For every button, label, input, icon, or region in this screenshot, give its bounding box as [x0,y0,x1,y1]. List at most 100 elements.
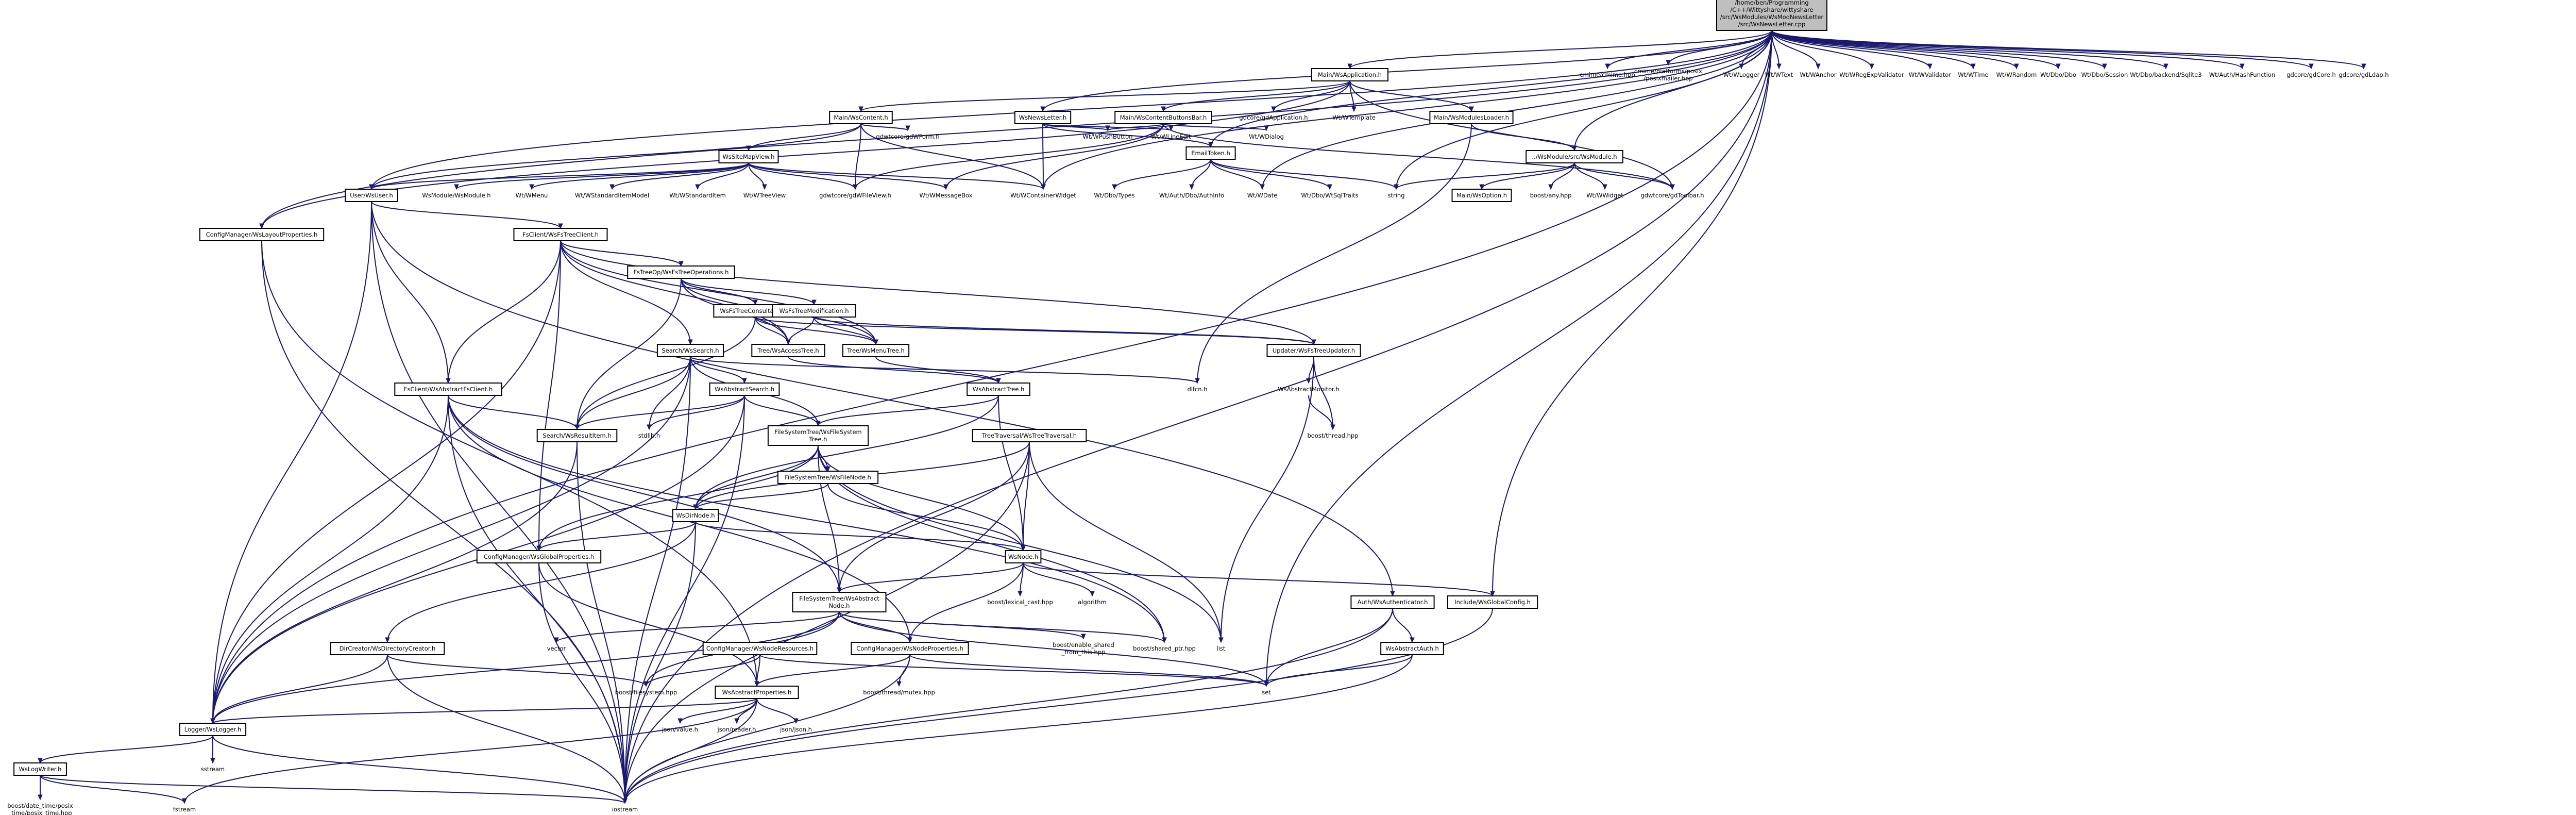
node-abstree[interactable]: WsAbstractTree.h [967,382,1030,396]
node-absearch[interactable]: WsAbstractSearch.h [709,382,780,396]
node-wttreeview[interactable]: Wt/WTreeView [740,189,789,202]
node-wtsqlite[interactable]: Wt/Dbo/backend/Sqlite3 [2124,69,2207,81]
node-list[interactable]: list [1210,642,1232,655]
node-wsoption[interactable]: Main/WsOption.h [1451,189,1512,202]
node-mainapp[interactable]: Main/WsApplication.h [1311,68,1388,81]
node-wtmenu[interactable]: Wt/WMenu [514,189,550,202]
node-treetrav[interactable]: TreeTraversal/WsTreeTraversal.h [972,429,1087,442]
node-includeglobal[interactable]: Include/WsGlobalConfig.h [1447,595,1538,609]
node-wslineedit[interactable]: Wt/WLineEdit [1146,130,1195,143]
node-emailtoken[interactable]: EmailToken.h [1185,146,1236,160]
node-cfgnoderes[interactable]: ConfigManager/WsNodeResources.h [702,642,818,655]
node-boostthread[interactable]: boost/thread.hpp [1301,429,1364,442]
node-wttime[interactable]: Wt/WTime [1956,69,1991,81]
node-jsonjson[interactable]: json/json.h [773,723,819,736]
node-boostenable[interactable]: boost/enable_shared_from_this.hpp [1047,639,1120,658]
node-fsclient[interactable]: FsClient/WsFsTreeClient.h [513,228,608,241]
node-gdfileview[interactable]: gdwtcore/gdWFileView.h [814,189,896,202]
node-accesstree[interactable]: Tree/WsAccessTree.h [751,344,825,357]
node-fstreeop[interactable]: FsTreeOp/WsFsTreeOperations.h [627,265,735,279]
edge-line [261,80,1350,229]
node-authwsauth[interactable]: Auth/WsAuthenticator.h [1350,595,1435,609]
node-wsabsauth[interactable]: WsAbstractAuth.h [1380,642,1444,655]
node-fstream[interactable]: fstream [168,803,200,815]
node-wtlogger[interactable]: Wt/WLogger [1720,69,1762,81]
node-wslogwriter[interactable]: WsLogWriter.h [13,762,67,776]
node-mainmodloader[interactable]: Main/WsModulesLoader.h [1429,111,1514,124]
node-wsabstractmon[interactable]: WsAbstractMonitor.h [1272,383,1345,395]
node-menutree[interactable]: Tree/WsMenuTree.h [842,344,910,357]
node-wtsession[interactable]: Wt/Dbo/Session [2077,69,2132,81]
node-jsonreader[interactable]: json/reader.h [710,723,763,736]
node-wtwidget[interactable]: Wt/WWidget [1584,189,1626,202]
node-algorithm[interactable]: algorithm [1073,596,1111,608]
node-fsfilenode[interactable]: FileSystemTree/WsFileNode.h [777,471,879,484]
node-wtvalidator[interactable]: Wt/WValidator [1904,69,1956,81]
node-gdcore[interactable]: gdcore/gdCore.h [2282,69,2341,81]
node-fsmodif[interactable]: WsFsTreeModification.h [772,304,856,318]
node-loggerh[interactable]: Logger/WsLogger.h [179,723,247,736]
node-wtregexp[interactable]: Wt/WRegExpValidator [1835,69,1908,81]
node-wtanchor[interactable]: Wt/WAnchor [1797,69,1839,81]
node-maincontent[interactable]: Main/WsContent.h [829,111,893,124]
node-gdldap[interactable]: gdcore/gdLdap.h [2334,69,2394,81]
node-userwsuser[interactable]: User/WsUser.h [345,189,398,202]
node-string[interactable]: string [1382,189,1411,202]
node-wtstditem[interactable]: Wt/WStandardItemModel [572,189,652,202]
edge-arrowhead [1260,184,1265,190]
node-wttemplate[interactable]: Wt/WTemplate [1329,111,1378,124]
node-iostream[interactable]: iostream [607,803,643,815]
node-jsonvalue[interactable]: json/value.h [655,723,704,736]
node-root[interactable]: /home/ben/Programming/C++/Wittyshare/wit… [1716,0,1827,31]
node-boostshared[interactable]: boost/shared_ptr.hpp [1126,642,1202,655]
node-wtmsgbox[interactable]: Wt/WMessageBox [918,189,974,202]
node-wtsqltraits[interactable]: Wt/Dbo/WtSqlTraits [1295,189,1365,202]
node-gdapp[interactable]: gdcore/gdApplication.h [1232,111,1315,124]
node-searchh[interactable]: Search/WsSearch.h [656,344,724,357]
node-wtrandom[interactable]: Wt/WRandom [1995,69,2038,81]
node-sstream[interactable]: sstream [197,763,229,775]
node-fsabsclient[interactable]: FsClient/WsAbstractFsClient.h [394,382,502,396]
node-wsabsprops[interactable]: WsAbstractProperties.h [715,686,799,699]
node-wthash[interactable]: Wt/Auth/HashFunction [2204,69,2280,81]
node-dircreator[interactable]: DirCreator/WsDirectoryCreator.h [330,642,445,655]
node-gdtoolbar[interactable]: gdwtcore/gdToolbar.h [1634,189,1710,202]
node-cfgglobal[interactable]: ConfigManager/WsGlobalProperties.h [476,550,602,563]
node-wtdialog[interactable]: Wt/WDialog [1245,130,1287,143]
node-vector[interactable]: vector [542,642,571,655]
node-boostlexical[interactable]: boost/lexical_cast.hpp [978,596,1061,608]
node-wsnewsletter[interactable]: WsNewsLetter.h [1014,111,1072,124]
node-cmimepost[interactable]: cmime/platforms/posix/posixmailer.hpp [1629,65,1708,85]
node-wttext[interactable]: Wt/WText [1761,69,1797,81]
node-updater[interactable]: Updater/WsFsTreeUpdater.h [1266,344,1361,357]
node-boostany[interactable]: boost/any.hpp [1524,189,1577,202]
node-boostdate[interactable]: boost/date_time/posix_time/posix_time.hp… [1,800,80,815]
node-stdlib[interactable]: stdlib.h [632,429,667,442]
node-wtdate[interactable]: Wt/WDate [1245,189,1280,202]
node-wtstdit[interactable]: Wt/WStandardItem [666,189,729,202]
node-boostfs[interactable]: boost/filesystem.hpp [608,686,684,698]
node-resultitem[interactable]: Search/WsResultItem.h [536,429,618,442]
node-gdform[interactable]: gdwtcore/gdWForm.h [873,130,943,143]
node-cfgnodeprops[interactable]: ConfigManager/WsNodeProperties.h [851,642,969,655]
node-maincontentbtn[interactable]: Main/WsContentButtonsBar.h [1114,111,1212,124]
edge-wssitemap-to-wttreeview [748,162,767,190]
node-wtdbo[interactable]: Wt/Dbo/Dbo [2037,69,2079,81]
node-wsmoduleinc[interactable]: WsModule/WsModule.h [420,189,493,202]
node-dlfcn[interactable]: dlfcn.h [1181,383,1213,395]
node-wtcontainer[interactable]: Wt/WContainerWidget [1007,189,1079,202]
node-wsnode[interactable]: WsNode.h [1005,550,1042,563]
node-wsmodmod[interactable]: ../WsModule/src/WsModule.h [1526,150,1623,163]
node-boostmutex[interactable]: boost/thread/mutex.hpp [857,686,940,698]
node-label: ../WsModule/src/WsModule.h [1532,153,1617,160]
node-wsdirnode[interactable]: WsDirNode.h [672,509,719,522]
node-set[interactable]: set [1257,686,1276,698]
node-wssitemap[interactable]: WsSiteMapView.h [718,150,779,163]
node-wtdbotypes[interactable]: Wt/Dbo/Types [1090,189,1139,202]
node-cfglayout[interactable]: ConfigManager/WsLayoutProperties.h [199,228,325,241]
node-wtauthdbo[interactable]: Wt/Auth/Dbo/AuthInfo [1154,189,1230,202]
node-wspushbtn[interactable]: Wt/WPushButton [1080,130,1136,143]
node-cmime[interactable]: cmime/cmime.hpp [1578,69,1637,81]
